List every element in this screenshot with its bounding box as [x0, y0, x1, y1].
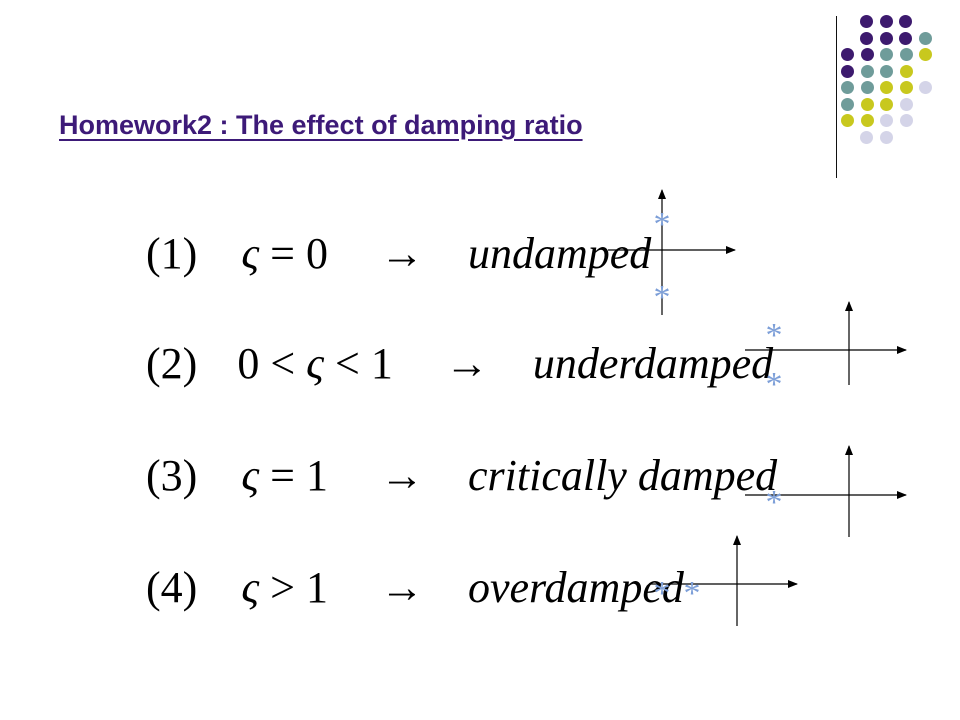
case-1-label: undamped	[468, 229, 652, 278]
case-2-zeta: ς	[306, 339, 324, 388]
decorative-dot	[879, 31, 893, 45]
decorative-dot	[841, 97, 854, 111]
case-2-arrow: →	[444, 339, 489, 388]
case-3-equation: (3) ς = 1 → critically damped	[146, 450, 777, 501]
case-3-zeta: ς	[241, 451, 260, 500]
case-1-index: (1)	[146, 229, 198, 278]
case-1-equation: (1) ς = 0 → undamped	[146, 228, 651, 279]
decorative-dot	[860, 64, 874, 78]
case-3-index: (3)	[146, 451, 198, 500]
slide-title: Homework2 : The effect of damping ratio	[59, 110, 583, 140]
case-2-condition: < 1	[335, 339, 393, 388]
pole-plot-4-pole-right: *	[684, 575, 701, 612]
case-4-arrow: →	[380, 563, 424, 612]
decorative-dot	[860, 114, 874, 127]
pole-plot-4-pole-left: *	[654, 575, 671, 612]
decorative-dot	[899, 97, 913, 111]
decorative-dot	[860, 31, 873, 45]
decorative-dot	[860, 48, 874, 61]
decorative-dot	[860, 81, 874, 94]
pole-plot-4: * *	[650, 535, 798, 626]
decorative-dot	[879, 130, 893, 144]
decorative-dot	[880, 48, 893, 61]
decorative-dot	[899, 31, 912, 45]
case-3-condition: = 1	[270, 451, 328, 500]
decorative-dot	[860, 97, 874, 111]
decorative-dot	[919, 48, 932, 61]
case-3-label: critically damped	[468, 451, 778, 500]
decorative-dot	[899, 64, 913, 78]
pole-plot-2-pole-lower: *	[766, 366, 783, 403]
decorative-dot	[860, 130, 873, 144]
decorative-dot	[880, 64, 893, 78]
pole-plot-2: * *	[745, 301, 907, 403]
case-4-zeta: ς	[241, 563, 260, 612]
case-4-condition: > 1	[270, 563, 328, 612]
decorative-dot	[841, 48, 854, 61]
case-2-label: underdamped	[532, 339, 774, 388]
case-1-arrow: →	[380, 229, 424, 278]
decorative-dot	[879, 15, 893, 28]
decorative-dot	[841, 64, 854, 78]
pole-plot-1-pole-upper: *	[654, 206, 671, 243]
case-1-zeta: ς	[241, 229, 260, 278]
case-4-equation: (4) ς > 1 → overdamped	[146, 562, 684, 613]
decorative-dot	[880, 97, 893, 111]
case-4-index: (4)	[146, 563, 198, 612]
decorative-dot	[841, 114, 854, 127]
decorative-dot	[880, 114, 893, 127]
pole-plot-1: * *	[608, 189, 736, 316]
decorative-dot	[919, 81, 932, 94]
pole-plot-3: *	[745, 445, 907, 537]
decorative-dot	[918, 31, 932, 45]
case-4-label: overdamped	[468, 563, 684, 612]
decorative-dot	[899, 114, 913, 127]
decorative-dot	[899, 48, 913, 61]
case-2-index: (2)	[146, 339, 198, 388]
decorative-dot	[880, 81, 893, 94]
decorative-dot	[841, 81, 854, 94]
decorative-dot	[899, 81, 913, 94]
pole-plot-2-pole-upper: *	[766, 317, 783, 354]
case-2-equation: (2) 0 < ς < 1 → underdamped	[146, 338, 773, 389]
case-1-condition: = 0	[270, 229, 328, 278]
decorative-dot	[899, 15, 912, 28]
pole-plot-1-pole-lower: *	[654, 279, 671, 316]
case-2-condition-left: 0 <	[237, 339, 296, 388]
divider-line	[836, 16, 837, 178]
case-3-arrow: →	[380, 451, 424, 500]
pole-plot-3-pole: *	[766, 484, 783, 521]
decorative-dot	[860, 15, 873, 28]
